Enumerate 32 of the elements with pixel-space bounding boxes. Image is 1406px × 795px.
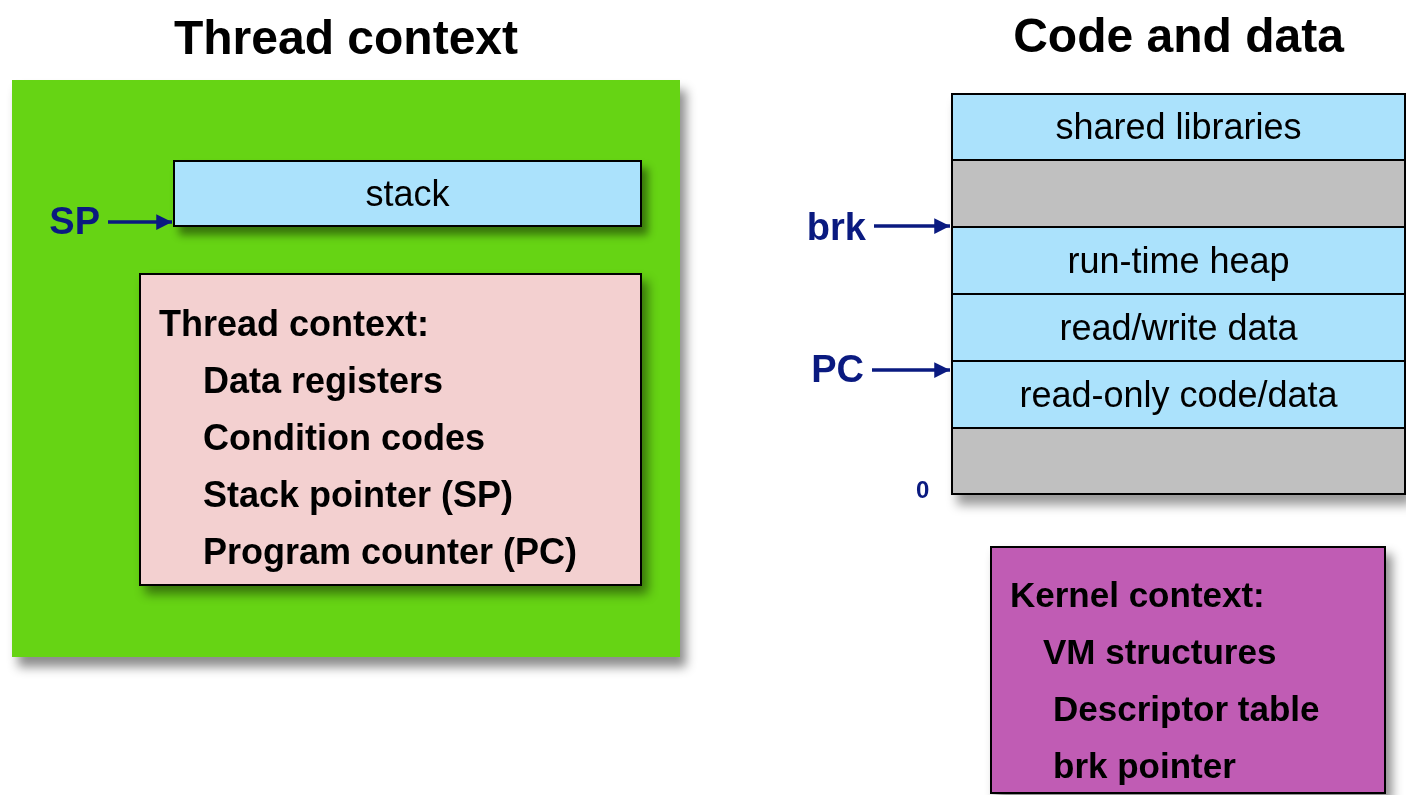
list-item: Data registers [203,359,444,403]
pointer-label: SP [20,198,100,244]
memory-segment [951,226,1406,295]
box-title: Thread context: [159,302,430,346]
list-item: brk pointer [1053,745,1236,787]
memory-segment [951,93,1406,161]
pointer-label: PC [794,346,864,392]
list-item: VM structures [1043,631,1277,673]
arrow [108,214,172,230]
stack-box [173,160,642,227]
memory-segment [951,360,1406,429]
segment-label: read-only code/data [1019,373,1338,416]
segment-label: run-time heap [1067,239,1290,282]
list-item: Condition codes [203,416,485,460]
heading: Code and data [1012,8,1346,64]
address-label: 0 [916,475,930,505]
list-item: Program counter (PC) [203,530,578,574]
memory-segment [951,159,1406,228]
memory-segment [951,427,1406,495]
heading: Thread context [172,10,520,66]
arrow [874,218,950,234]
list-item: Stack pointer (SP) [203,473,514,517]
list-item: Descriptor table [1053,688,1320,730]
context-box [139,273,642,586]
segment-label: stack [365,172,450,215]
context-box [990,546,1386,794]
box-title: Kernel context: [1010,574,1265,616]
arrow [872,362,950,378]
pointer-label: brk [790,204,866,250]
segment-label: shared libraries [1055,106,1302,148]
memory-segment [951,293,1406,362]
segment-label: read/write data [1059,306,1298,349]
